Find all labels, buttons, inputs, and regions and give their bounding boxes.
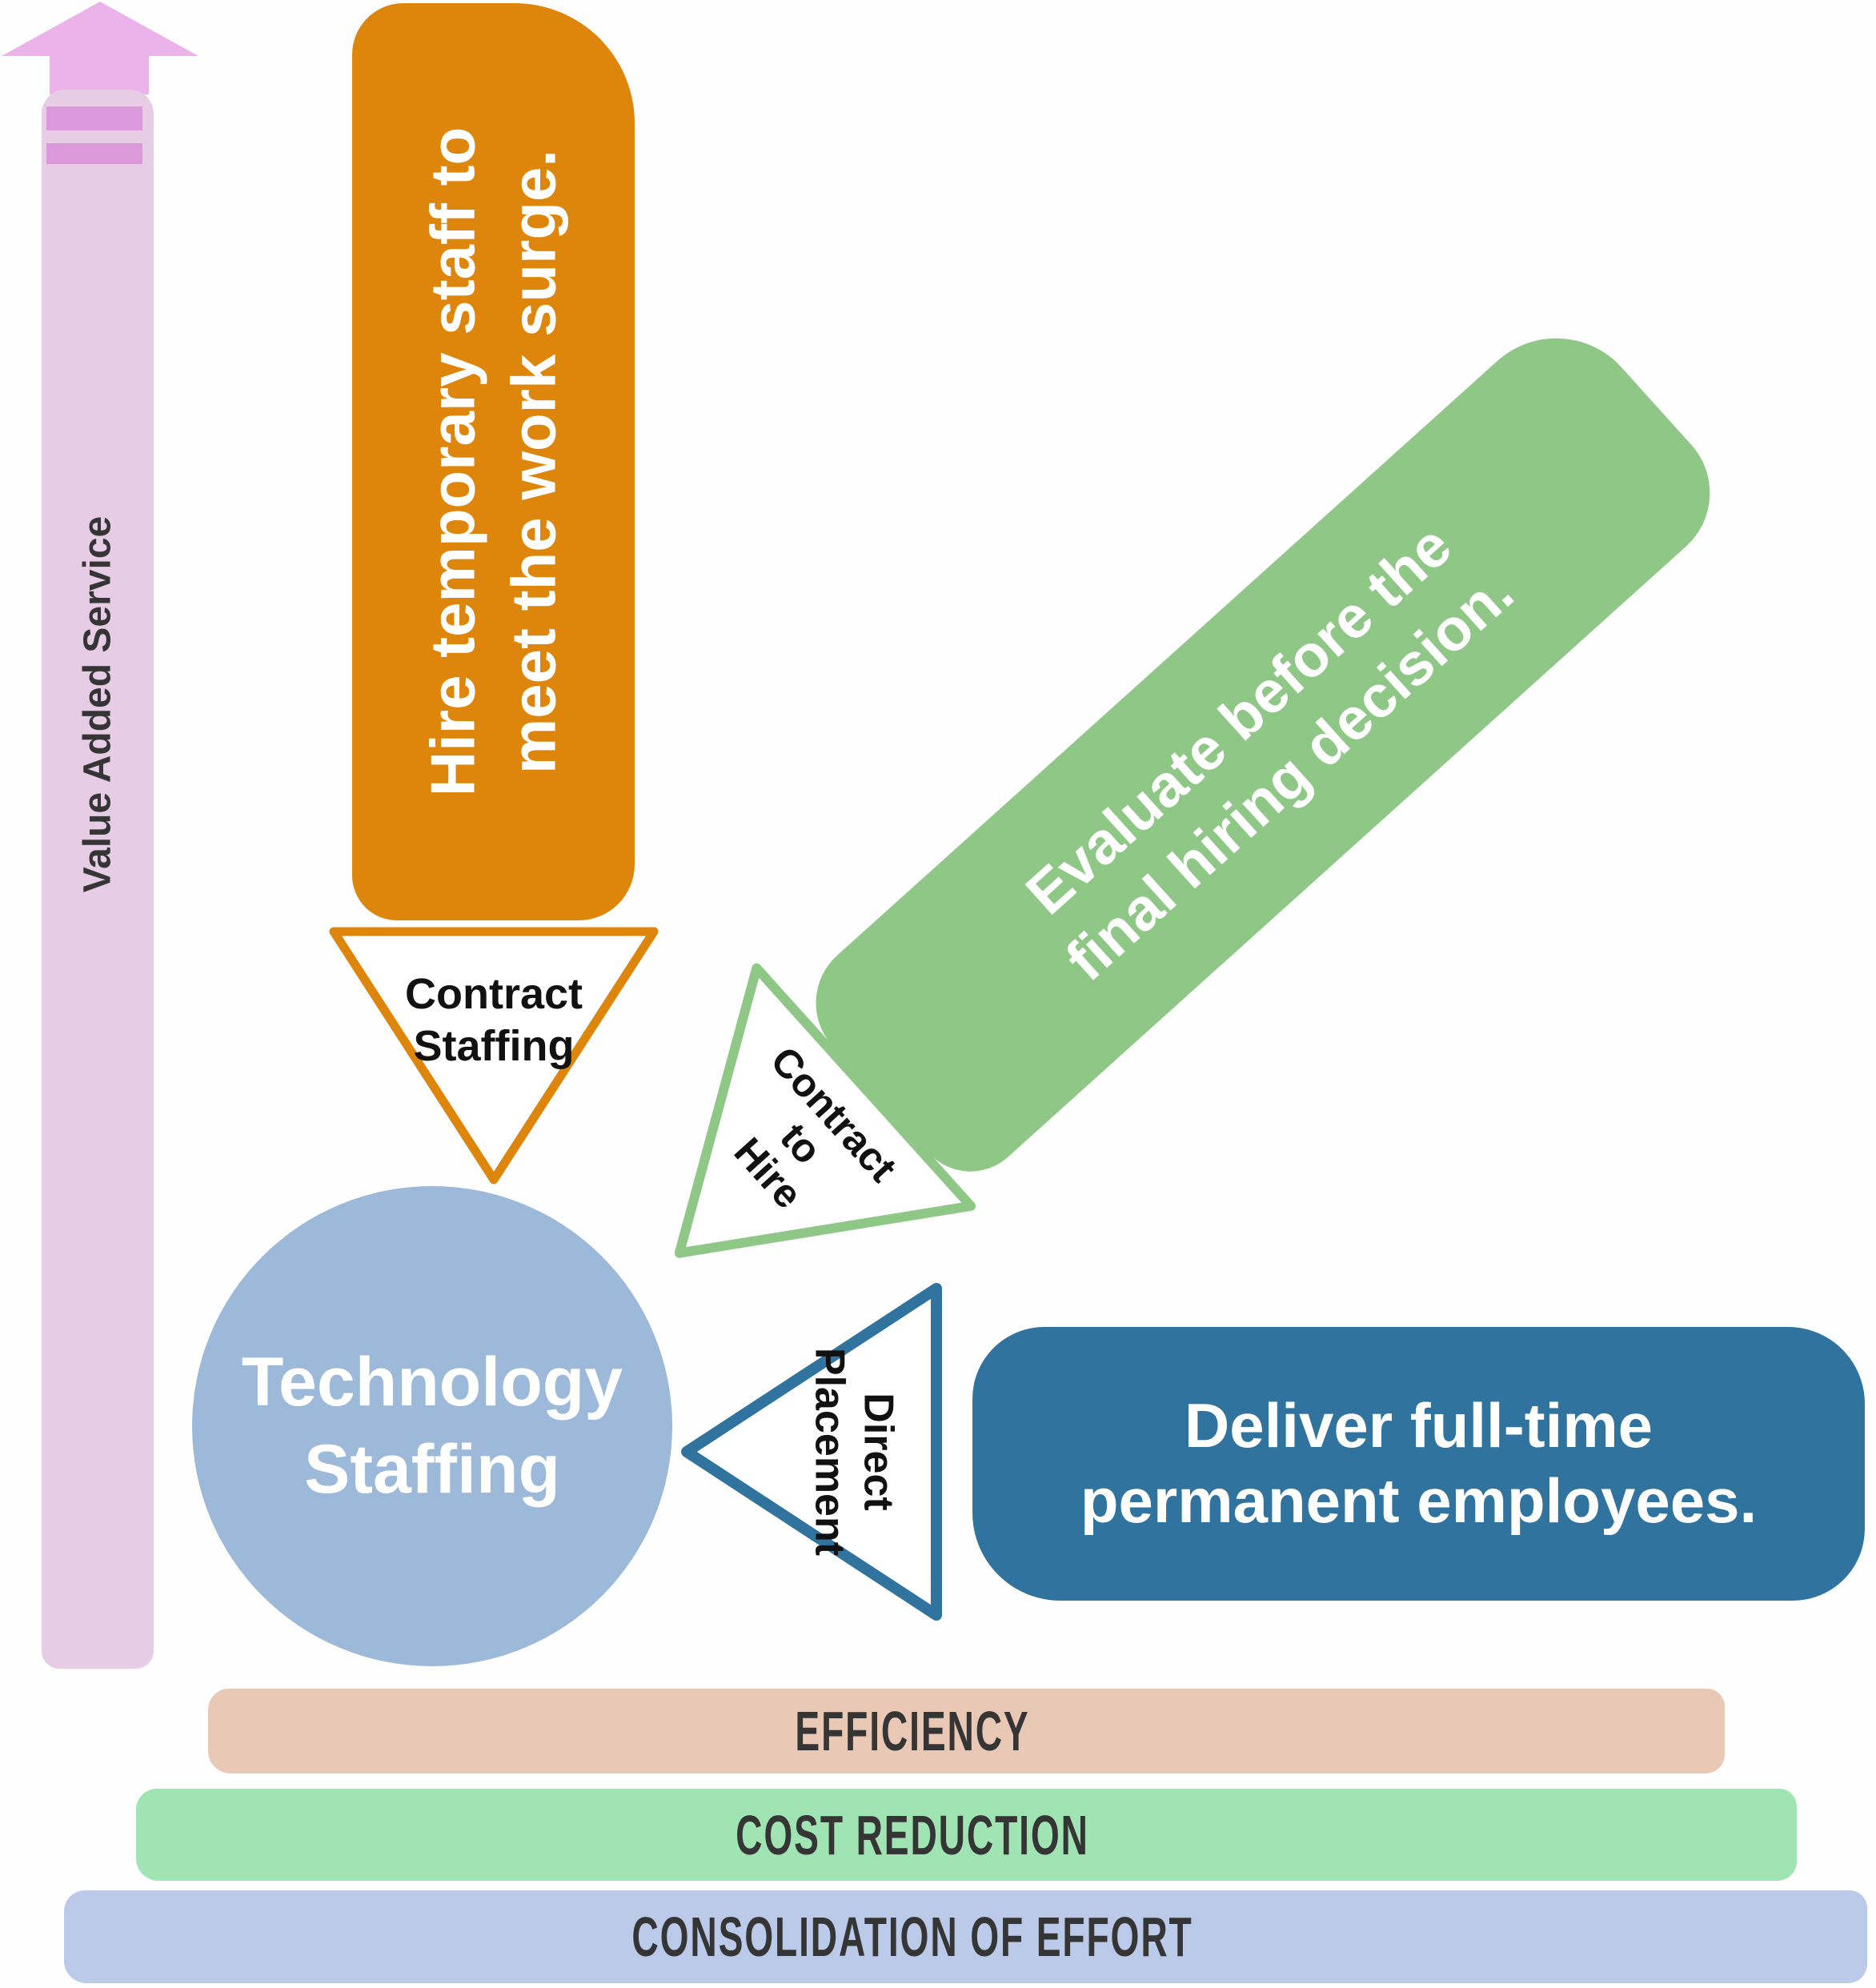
label-line: Placement [806, 1347, 852, 1557]
direct-placement-label: Direct Placement [804, 1348, 903, 1556]
arrow-up-icon [2, 2, 198, 94]
contract-staffing-description: Hire temporary staff to meet the work su… [412, 127, 575, 797]
arrow-stripe [46, 143, 142, 164]
contract-staffing-pointer: Contract Staffing [324, 922, 663, 1189]
foundation-label-text: EFFICIENCY [795, 1700, 1030, 1762]
triangle-down-icon [329, 927, 659, 1184]
foundation-bar-consolidation-of-effort: CONSOLIDATION OF EFFORT [64, 1890, 1867, 1983]
direct-placement-description-box: Deliver full-time permanent employees. [972, 1327, 1865, 1601]
foundation-label-text: CONSOLIDATION OF EFFORT [631, 1906, 1193, 1968]
triangle-down-icon [674, 963, 976, 1258]
foundation-bar-cost-reduction: COST REDUCTION [136, 1789, 1797, 1881]
foundation-bar-efficiency: EFFICIENCY [208, 1689, 1725, 1774]
foundation-label: COST REDUCTION [644, 1803, 1180, 1867]
contract-to-hire-description: Evaluate before the final hiring decisio… [1000, 499, 1529, 997]
triangle-left-icon [681, 1283, 942, 1621]
direct-placement-description: Deliver full-time permanent employees. [1080, 1389, 1757, 1538]
technology-staffing-hub: Technology Staffing [192, 1186, 672, 1666]
foundation-label-text: COST REDUCTION [736, 1803, 1089, 1866]
contract-to-hire-description-box: Evaluate before the final hiring decisio… [789, 302, 1740, 1195]
hub-label-line: Staffing [303, 1431, 561, 1508]
foundation-label: EFFICIENCY [735, 1699, 1090, 1763]
arrow-stripe [46, 106, 142, 130]
description-line: permanent employees. [1080, 1465, 1758, 1536]
value-axis-label: Value Added Service [76, 515, 119, 893]
contract-to-hire-pointer: Contract to Hire [559, 955, 984, 1386]
foundation-label: CONSOLIDATION OF EFFORT [487, 1905, 1337, 1969]
direct-placement-pointer: Direct Placement [679, 1279, 944, 1625]
description-line: Deliver full-time [1184, 1390, 1654, 1461]
description-line: meet the work surge. [498, 149, 569, 775]
contract-staffing-description-box: Hire temporary staff to meet the work su… [352, 3, 635, 920]
description-line: Hire temporary staff to [417, 126, 488, 797]
contract-staffing-label: Contract Staffing [405, 968, 583, 1072]
hub-label: Technology Staffing [242, 1339, 623, 1513]
hub-label-line: Technology [241, 1343, 623, 1421]
label-line: Direct [855, 1393, 902, 1511]
value-axis-bar [42, 90, 154, 1669]
label-line: Staffing [413, 1022, 575, 1070]
label-line: Contract [404, 970, 583, 1019]
